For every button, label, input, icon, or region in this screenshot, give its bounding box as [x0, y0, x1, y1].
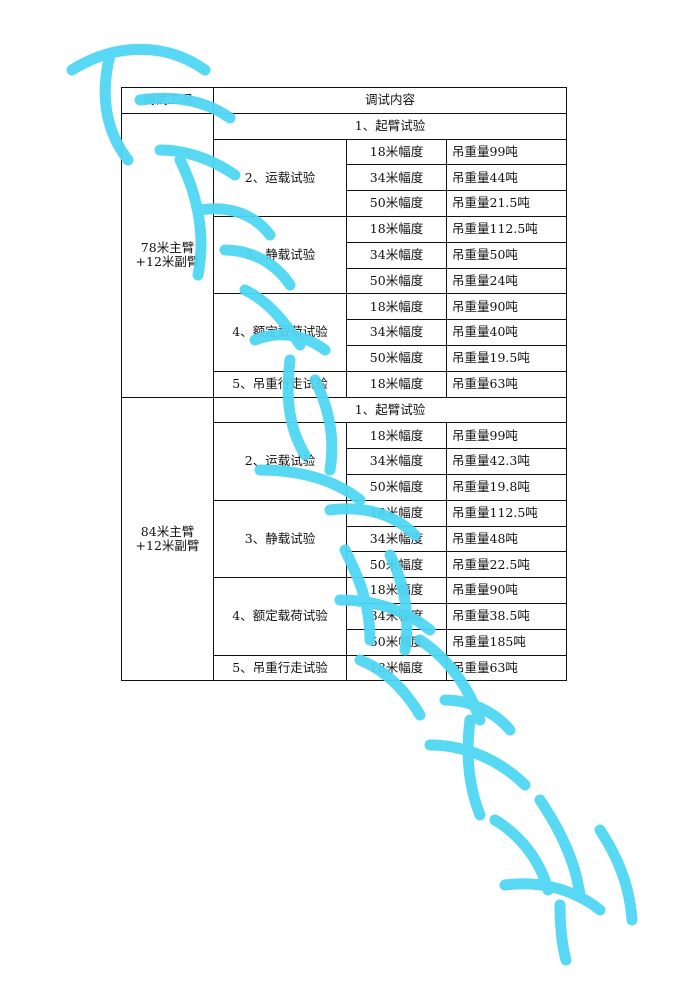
load-cell: 吊重量90吨 [445, 577, 568, 604]
header-content: 调试内容 [212, 87, 568, 114]
radius-cell: 34米幅度 [346, 602, 447, 630]
load-cell: 吊重量38.5吨 [445, 602, 568, 630]
table-header-row: 调试工况 调试内容 [121, 87, 568, 114]
load-cell: 吊重量112.5吨 [445, 215, 568, 243]
table-row: 34米幅度 吊重量50吨 [122, 241, 568, 269]
radius-cell: 50米幅度 [346, 473, 447, 501]
radius-cell: 18米幅度 [346, 138, 447, 166]
radius-cell: 34米幅度 [346, 525, 447, 553]
test-name-cell: 5、吊重行走试验 [213, 654, 347, 682]
load-cell: 吊重量63吨 [445, 370, 568, 398]
radius-cell: 50米幅度 [346, 551, 447, 579]
table-row: 78米主臂+12米副臂 1、起臂试验 [121, 112, 568, 398]
load-cell: 吊重量99吨 [445, 422, 568, 450]
radius-cell: 34米幅度 [346, 241, 447, 269]
lift-test-cell: 1、起臂试验 [212, 396, 568, 424]
radius-cell: 18米幅度 [346, 293, 447, 321]
radius-cell: 18米幅度 [346, 654, 447, 682]
radius-cell: 34米幅度 [346, 319, 447, 346]
test-name-cell: 2、运载试验 [213, 422, 347, 501]
radius-cell: 18米幅度 [346, 215, 447, 243]
load-cell: 吊重量22.5吨 [445, 551, 568, 579]
test-name-cell: 4、额定载荷试验 [213, 577, 347, 656]
load-cell: 吊重量40吨 [445, 319, 568, 346]
load-cell: 吊重量42.3吨 [445, 448, 568, 475]
radius-cell: 50米幅度 [346, 267, 447, 295]
test-table: 调试工况 调试内容 78米主臂+12米副臂 1、起臂试验 2、运载试验 18米幅… [121, 87, 568, 682]
condition-cell: 84米主臂+12米副臂 [121, 396, 214, 682]
load-cell: 吊重量24吨 [445, 267, 568, 295]
test-name-cell: 3、静载试验 [213, 215, 347, 295]
test-name-cell: 5、吊重行走试验 [213, 370, 347, 398]
condition-cell: 78米主臂+12米副臂 [121, 112, 214, 398]
lift-test-cell: 1、起臂试验 [212, 112, 568, 140]
load-cell: 吊重量21.5吨 [445, 190, 568, 217]
radius-cell: 50米幅度 [346, 344, 447, 372]
header-condition: 调试工况 [121, 87, 214, 114]
radius-cell: 34米幅度 [346, 164, 447, 192]
radius-cell: 18米幅度 [346, 577, 447, 604]
load-cell: 吊重量50吨 [445, 241, 568, 269]
table-row: 34米幅度 吊重量44吨 [122, 164, 568, 192]
table-row: 50米幅度 吊重量24吨 [122, 267, 568, 295]
load-cell: 吊重量19.5吨 [445, 344, 568, 372]
test-name-cell: 2、运载试验 [213, 138, 347, 217]
load-cell: 吊重量63吨 [445, 654, 568, 682]
table-row: 50米幅度 吊重量21.5吨 [122, 190, 568, 217]
table-row: 84米主臂+12米副臂 1、起臂试验 [121, 396, 568, 682]
test-name-cell: 3、静载试验 [213, 499, 347, 579]
load-cell: 吊重量185吨 [445, 628, 568, 656]
radius-cell: 18米幅度 [346, 499, 447, 527]
load-cell: 吊重量90吨 [445, 293, 568, 321]
radius-cell: 34米幅度 [346, 448, 447, 475]
radius-cell: 50米幅度 [346, 628, 447, 656]
load-cell: 吊重量44吨 [445, 164, 568, 192]
radius-cell: 18米幅度 [346, 422, 447, 450]
load-cell: 吊重量112.5吨 [445, 499, 568, 527]
load-cell: 吊重量48吨 [445, 525, 568, 553]
test-name-cell: 4、额定载荷试验 [213, 293, 347, 372]
load-cell: 吊重量99吨 [445, 138, 568, 166]
radius-cell: 18米幅度 [346, 370, 447, 398]
load-cell: 吊重量19.8吨 [445, 473, 568, 501]
radius-cell: 50米幅度 [346, 190, 447, 217]
